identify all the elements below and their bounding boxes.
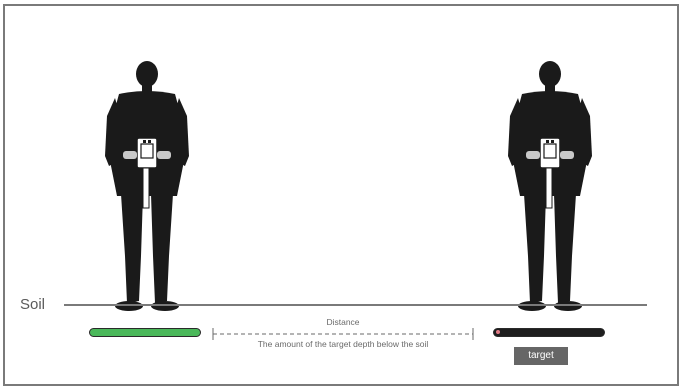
soil-line: [64, 304, 647, 306]
target-badge: target: [514, 347, 568, 365]
soil-label: Soil: [20, 296, 45, 313]
person-holding-device-icon: [97, 56, 197, 316]
left-ground-bar: [89, 328, 201, 337]
right-ground-bar: [493, 328, 605, 337]
distance-label: Distance: [205, 318, 481, 327]
person-holding-device-icon: [500, 56, 600, 316]
diagram-frame: Soil Distance The amount of the target d…: [3, 4, 679, 386]
target-spot: [496, 330, 500, 334]
depth-note-label: The amount of the target depth below the…: [205, 340, 481, 349]
